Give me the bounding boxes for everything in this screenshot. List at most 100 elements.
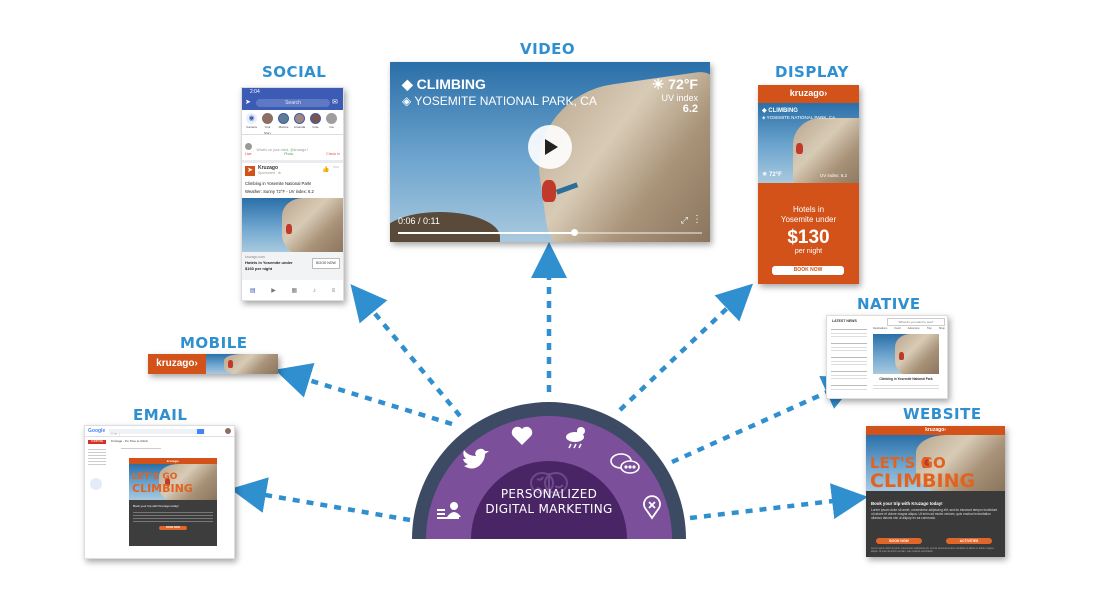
messenger-icon[interactable]: ✉ [332,99,338,106]
display-ad[interactable]: kruzago› ◆ CLIMBING ◈ YOSEMITE NATIONAL … [758,85,859,284]
native-caption[interactable]: Climbing in Yosemite National Park [879,377,933,381]
email-banner-line1: LET'S GO [132,472,178,482]
native-nav: Destinations Food Adventure Tips Shop [873,327,945,330]
display-per-night: per night [794,248,823,255]
notifications-icon[interactable]: ♪ [312,287,316,294]
email-search-bar[interactable] [109,429,205,434]
email-body: kruzago› LET'S GO CLIMBING Book your tri… [129,458,217,546]
native-search[interactable]: What do you want to see? [887,318,945,326]
story-item[interactable]: Your Story [261,113,274,135]
checkin-action[interactable]: Check In [326,152,340,156]
email-contact-avatar [90,478,102,490]
video-progress-knob[interactable] [571,229,579,236]
website-footer: Lorem ipsum dolor sit amet, consectetur … [871,547,994,553]
nav-item[interactable]: Adventure [907,327,920,330]
email-body-headline: Book your trip with Kruzago today! [133,504,179,508]
avatar [245,143,252,151]
post-more-icon[interactable]: ⋯ [333,165,339,171]
video-player[interactable]: ◆ CLIMBING ◈ YOSEMITE NATIONAL PARK, CA … [390,62,710,242]
arrow-native [671,375,860,465]
website-banner-line2: CLIMBING [870,470,976,492]
native-ad-image[interactable] [873,334,939,374]
location-icon [643,495,661,520]
diamond-logo-icon: ◆ [402,76,413,92]
display-location-text: YOSEMITE NATIONAL PARK, CA [766,115,836,120]
display-offer-line2: Yosemite under [780,215,837,224]
display-logo: kruzago› [789,88,828,98]
hub-title-line2: DIGITAL MARKETING [485,502,613,516]
live-action[interactable]: Live [245,152,252,156]
display-offer-line1: Hotels in [792,205,825,214]
weather-icon [566,427,585,449]
video-location: ◈ YOSEMITE NATIONAL PARK, CA [402,94,597,108]
video-temp: 72°F [668,76,698,92]
post-image[interactable] [242,198,343,252]
brain-icon [530,472,568,495]
email-sender [121,448,161,449]
social-time: 2:04 [250,89,260,95]
email-search-icon[interactable] [197,429,204,434]
native-article-list [831,326,867,392]
mobile-logo: kruzago› [148,354,206,374]
label-video: VIDEO [520,40,576,58]
video-brand: ◆ CLIMBING [402,76,486,93]
post-text-2: Weather: Sunny 72°F - UV index: 6.2 [245,189,314,194]
nav-item[interactable]: Shop [938,327,945,330]
like-icon[interactable]: 👍 [322,167,330,173]
post-actions: Live Photo Check In [245,152,340,156]
email-compose-button[interactable]: COMPOSE [88,440,106,444]
label-display: DISPLAY [775,63,849,81]
story-item[interactable]: Amanda [293,113,306,133]
pin-icon: ◈ [402,94,412,108]
video-progress-track[interactable] [398,229,702,236]
photo-action[interactable]: Photo [284,152,294,156]
nav-item[interactable]: Tips [926,327,932,330]
story-item[interactable]: Cole [309,113,322,133]
label-email: EMAIL [133,406,188,424]
native-search-text: What do you want to see? [898,320,934,324]
social-search-text: Search [285,100,301,106]
more-icon[interactable]: ⋮ [692,214,702,225]
social-camera-icon[interactable]: ➤ [245,99,251,106]
mobile-banner[interactable]: kruzago› [148,354,278,374]
nav-item[interactable]: Food [894,327,901,330]
website-banner-line1: LET'S GO [870,454,946,472]
native-page: LATEST NEWS What do you want to see? Des… [826,315,948,399]
email-subject: Kruzago - It's Time to Climb [111,439,148,443]
display-book-button[interactable]: BOOK NOW [772,266,844,275]
label-native: NATIVE [857,295,921,313]
fullscreen-icon[interactable]: ⤢ [680,215,688,225]
label-mobile: MOBILE [180,334,248,352]
email-book-button[interactable]: BOOK NOW [159,526,187,530]
chat-icon [610,453,640,474]
website-book-button[interactable]: BOOK NOW [876,538,922,544]
email-header-logo: kruzago› [129,458,217,464]
social-book-button[interactable]: BOOK NOW [312,258,340,269]
link-line1: Hotels in Yosemite under [245,260,293,265]
social-search[interactable]: Search [256,99,330,107]
marketplace-icon[interactable]: ▦ [291,288,298,294]
play-button[interactable] [528,125,572,169]
menu-icon[interactable]: ≡ [331,287,336,294]
watch-icon[interactable]: ▶ [271,288,276,294]
story-item[interactable]: ◉Camera [246,113,257,129]
stories-row: ◉Camera Your Story Marcus Amanda Cole Is… [245,113,343,135]
email-app-logo: Google [88,428,106,434]
story-item[interactable]: Marcus [277,113,290,133]
arrow-email [230,477,411,523]
news-feed-icon[interactable]: ▤ [249,288,256,294]
video-brand-text: CLIMBING [416,76,486,92]
email-account-avatar[interactable] [225,428,231,434]
nav-item[interactable]: Destinations [873,327,888,330]
play-icon [545,139,558,155]
post-prompt[interactable]: What's on your mind, @kruzago? [245,138,340,152]
website-activities-button[interactable]: ACTIVITIES [946,538,992,544]
page-name[interactable]: Kruzago [258,165,278,171]
website-logo: kruzago› [925,427,946,433]
email-banner-line2: CLIMBING [132,482,193,495]
story-item[interactable]: Isa [325,113,338,133]
native-header: LATEST NEWS [832,319,857,323]
email-client: Google COMPOSE Kruzago - It's Time to Cl… [84,425,235,559]
sponsored-tag: Sponsored · ⊕ [258,171,281,175]
